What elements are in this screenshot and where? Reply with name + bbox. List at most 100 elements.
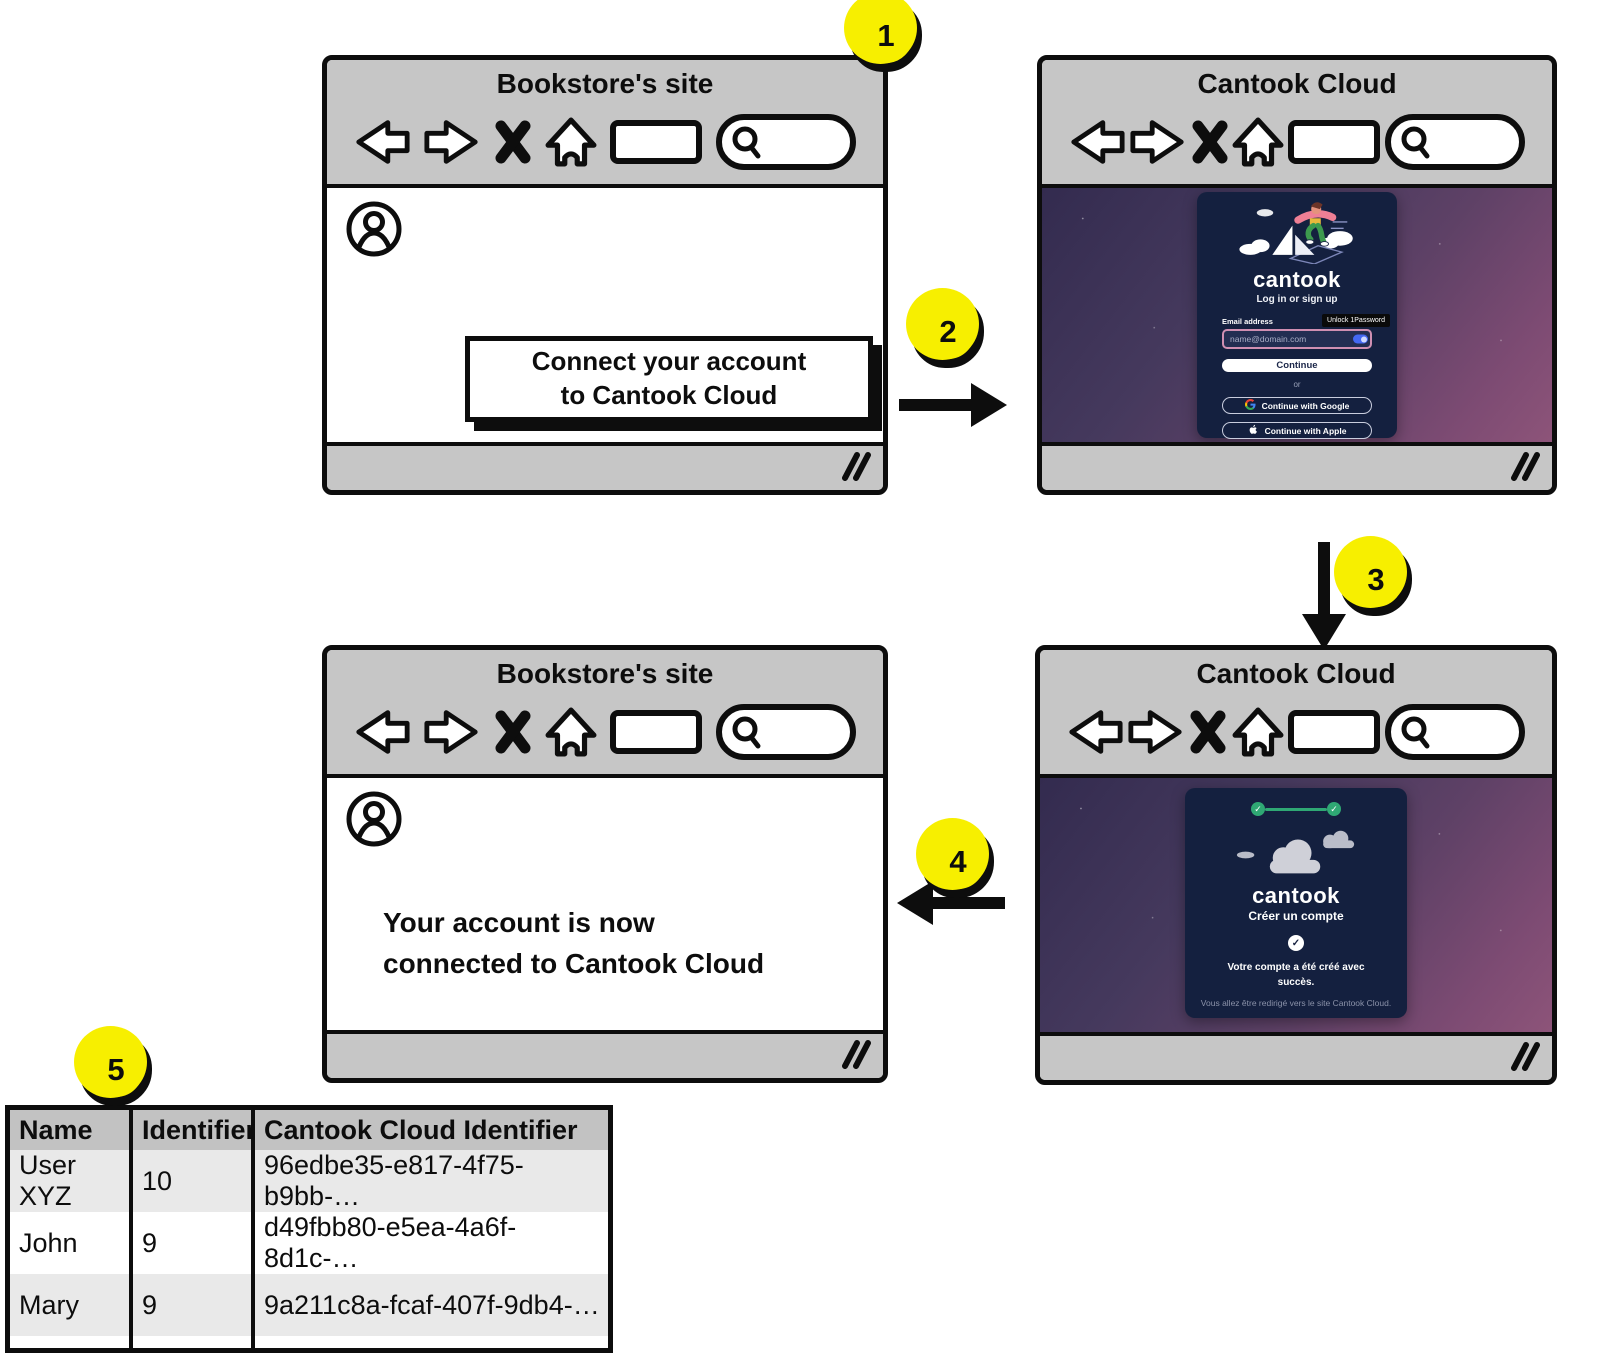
continue-with-apple-button[interactable]: Continue with Apple	[1222, 422, 1372, 439]
cell-cloud-identifier: d49fbb80-e5ea-4a6f-8d1c-…	[255, 1212, 608, 1274]
back-icon[interactable]	[353, 118, 411, 166]
cantook-success-card: ✓ ✓ cantook Créer un compte ✓ Votre comp…	[1185, 788, 1407, 1018]
continue-with-google-button[interactable]: Continue with Google	[1222, 397, 1372, 414]
connect-account-button[interactable]: Connect your account to Cantook Cloud	[465, 336, 873, 422]
browser-window-bookstore-top: Bookstore's site Connect your account to…	[322, 55, 888, 495]
back-icon[interactable]	[1066, 708, 1124, 756]
column-header-identifier: Identifier	[133, 1110, 256, 1150]
login-subtitle: Log in or sign up	[1256, 294, 1338, 305]
cell-identifier: 10	[133, 1150, 255, 1212]
page-body: cantook Log in or sign up Email address …	[1042, 188, 1552, 442]
back-icon[interactable]	[353, 708, 411, 756]
success-check-icon: ✓	[1288, 935, 1304, 951]
home-icon[interactable]	[1232, 117, 1284, 167]
address-bar[interactable]	[609, 116, 703, 168]
resize-handle-icon[interactable]	[1508, 451, 1542, 486]
search-bar[interactable]	[715, 703, 857, 761]
address-bar[interactable]	[1287, 116, 1381, 168]
browser-nav-row	[1040, 690, 1552, 774]
resize-handle-icon[interactable]	[839, 1039, 873, 1074]
redirect-message: Vous allez être redirigé vers le site Ca…	[1200, 998, 1392, 1008]
arrow-left-step4	[897, 881, 1005, 925]
connect-button-line1: Connect your account	[531, 346, 807, 377]
login-illustration	[1235, 200, 1359, 269]
apple-icon	[1248, 424, 1259, 437]
close-icon[interactable]	[1190, 119, 1230, 165]
resize-handle-icon[interactable]	[839, 451, 873, 486]
close-icon[interactable]	[1188, 709, 1228, 755]
titlebar: Cantook Cloud	[1040, 650, 1552, 778]
home-icon[interactable]	[545, 117, 597, 167]
identifier-table: Name Identifier Cantook Cloud Identifier…	[5, 1105, 613, 1353]
cell-name: John	[10, 1212, 133, 1274]
forward-icon[interactable]	[423, 708, 481, 756]
cantook-logo: cantook	[1252, 883, 1340, 908]
step-badge-4: 4	[916, 818, 994, 898]
forward-icon[interactable]	[423, 118, 481, 166]
connect-button-line2: to Cantook Cloud	[560, 380, 778, 410]
browser-nav-row	[327, 690, 883, 774]
search-bar[interactable]	[1384, 703, 1526, 761]
step-badge-3: 3	[1334, 536, 1412, 616]
browser-window-cantook-success: Cantook Cloud ✓ ✓	[1035, 645, 1557, 1085]
cantook-login-card: cantook Log in or sign up Email address …	[1197, 192, 1397, 439]
step-badge-1: 1	[844, 0, 922, 72]
connected-message-line1: Your account is now	[383, 907, 655, 938]
browser-window-bookstore-bottom: Bookstore's site Your account is now con…	[322, 645, 888, 1083]
cell-name: Mary	[10, 1274, 133, 1336]
address-bar[interactable]	[609, 706, 703, 758]
table-row: User XYZ 10 96edbe35-e817-4f75-b9bb-…	[10, 1150, 608, 1212]
titlebar: Bookstore's site	[327, 650, 883, 778]
home-icon[interactable]	[545, 707, 597, 757]
step-check-icon: ✓	[1327, 802, 1341, 816]
search-bar[interactable]	[715, 113, 857, 171]
page-body: Your account is now connected to Cantook…	[327, 778, 883, 1030]
page-body: Connect your account to Cantook Cloud	[327, 188, 883, 442]
close-icon[interactable]	[493, 119, 533, 165]
email-input[interactable]	[1222, 329, 1372, 349]
user-avatar-icon	[345, 790, 403, 853]
back-icon[interactable]	[1068, 118, 1126, 166]
table-bottom-strip	[10, 1336, 608, 1348]
search-bar[interactable]	[1384, 113, 1526, 171]
cantook-logo: cantook	[1253, 267, 1341, 292]
cell-name: User XYZ	[10, 1150, 133, 1212]
cell-identifier: 9	[133, 1212, 255, 1274]
email-label: Email address	[1222, 317, 1273, 326]
cell-identifier: 9	[133, 1274, 255, 1336]
user-avatar-icon	[345, 200, 403, 263]
home-icon[interactable]	[1232, 707, 1284, 757]
browser-window-cantook-login: Cantook Cloud	[1037, 55, 1557, 495]
forward-icon[interactable]	[1127, 708, 1185, 756]
step-badge-5: 5	[74, 1026, 152, 1106]
forward-icon[interactable]	[1129, 118, 1187, 166]
clouds-illustration	[1233, 828, 1359, 885]
window-title: Cantook Cloud	[1196, 658, 1396, 689]
connected-message: Your account is now connected to Cantook…	[383, 903, 764, 984]
titlebar: Cantook Cloud	[1042, 60, 1552, 188]
statusbar	[1040, 1032, 1552, 1080]
table-row: Mary 9 9a211c8a-fcaf-407f-9db4-…	[10, 1274, 608, 1336]
window-title: Bookstore's site	[496, 68, 714, 99]
1password-icon[interactable]	[1353, 334, 1368, 344]
step-check-icon: ✓	[1251, 802, 1265, 816]
address-bar[interactable]	[1287, 706, 1381, 758]
connected-message-line2: connected to Cantook Cloud	[383, 947, 765, 979]
column-header-cloud-identifier: Cantook Cloud Identifier	[255, 1110, 608, 1150]
arrow-down-step3	[1302, 542, 1346, 650]
window-title: Cantook Cloud	[1197, 68, 1397, 99]
progress-stepper: ✓ ✓	[1251, 802, 1341, 816]
step-badge-2: 2	[906, 288, 984, 368]
browser-nav-row	[1042, 100, 1552, 184]
1password-tooltip: Unlock 1Password	[1322, 314, 1390, 327]
titlebar: Bookstore's site	[327, 60, 883, 188]
step-connector	[1265, 807, 1327, 811]
table-row: John 9 d49fbb80-e5ea-4a6f-8d1c-…	[10, 1212, 608, 1274]
google-icon	[1244, 399, 1256, 412]
continue-button[interactable]: Continue	[1222, 359, 1372, 372]
close-icon[interactable]	[493, 709, 533, 755]
browser-nav-row	[327, 100, 883, 184]
google-button-label: Continue with Google	[1261, 400, 1350, 411]
resize-handle-icon[interactable]	[1508, 1041, 1542, 1076]
email-field-group: Email address Unlock 1Password	[1222, 314, 1390, 349]
